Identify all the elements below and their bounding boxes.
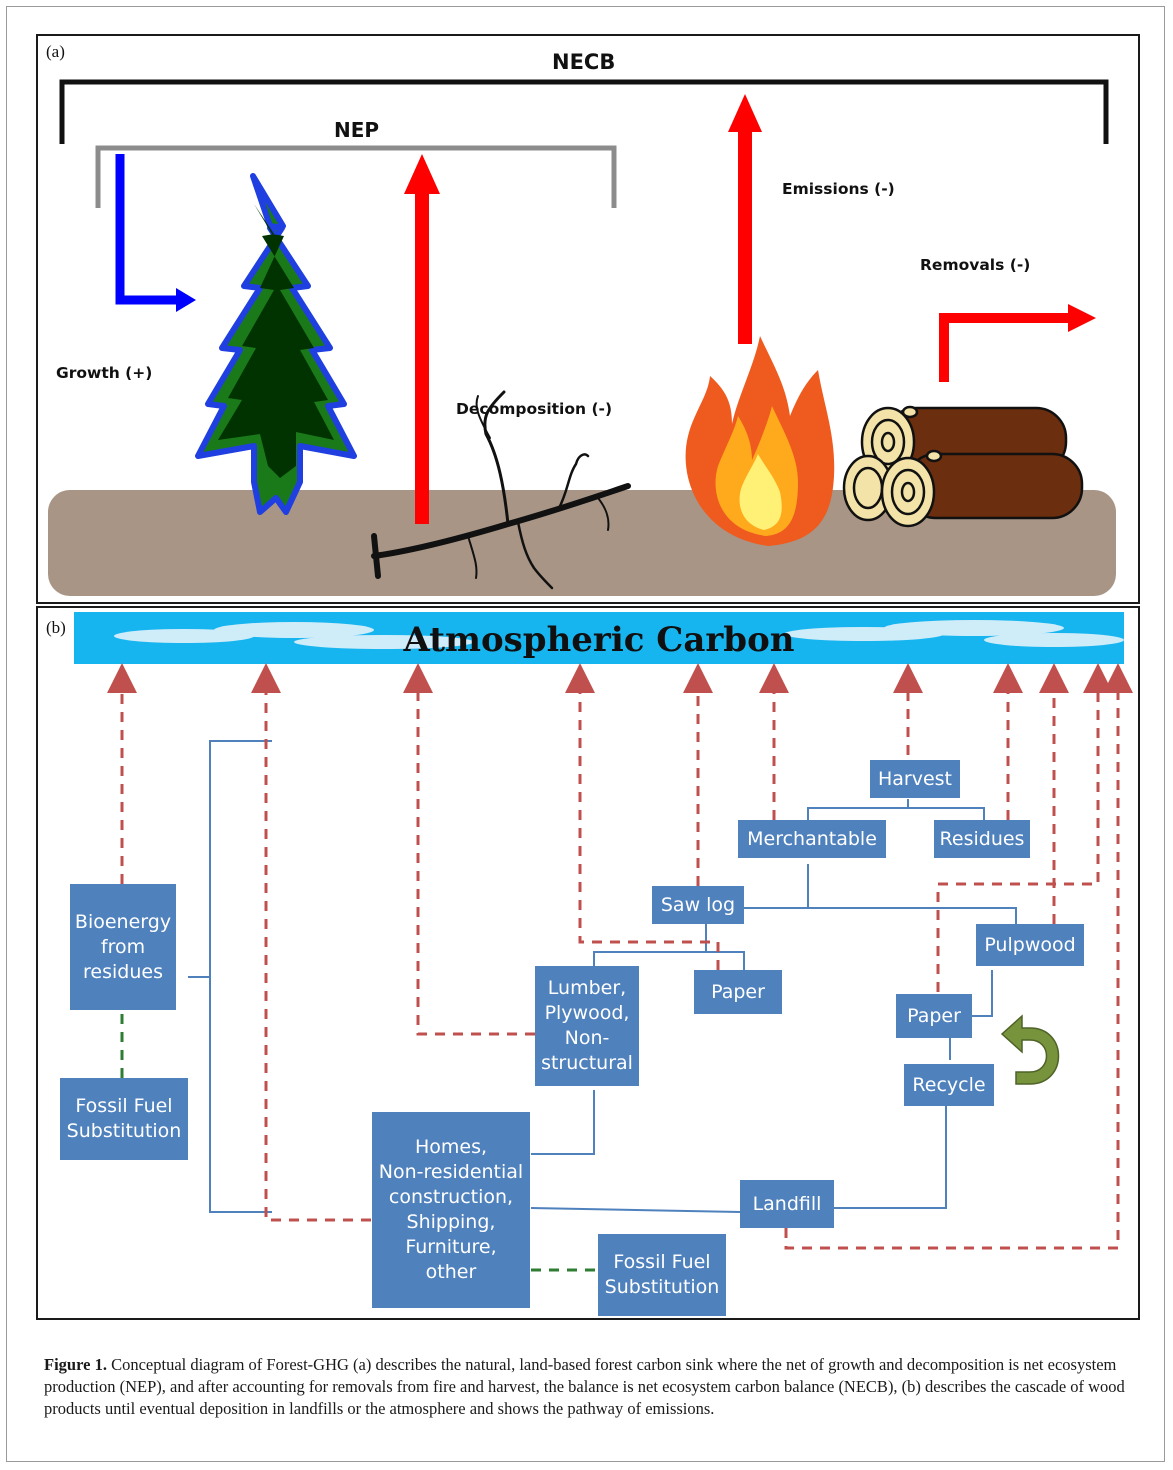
- residues-box: Residues: [934, 820, 1030, 858]
- fire-icon: [685, 336, 835, 546]
- panel-b-label: (b): [46, 618, 66, 637]
- emissions-arrowhead: [728, 94, 762, 132]
- removals-arrowhead: [1068, 304, 1096, 332]
- growth-arrow: [115, 154, 178, 305]
- figure-caption: Figure 1. Conceptual diagram of Forest-G…: [44, 1354, 1134, 1420]
- panel-a-label: (a): [46, 42, 65, 61]
- removals-label: Removals (-): [920, 256, 1031, 274]
- caption-text: Conceptual diagram of Forest-GHG (a) des…: [44, 1355, 1125, 1418]
- branch-icon: [371, 390, 631, 590]
- merchantable-box: Merchantable: [738, 820, 886, 858]
- growth-label: Growth (+): [56, 364, 153, 382]
- growth-arrowhead: [176, 288, 196, 312]
- decomposition-arrow-shaft: [415, 190, 429, 524]
- panel-b-connectors: [107, 663, 1133, 1272]
- emissions-arrow-shaft: [738, 128, 752, 344]
- paper-box-1: Paper: [694, 970, 782, 1014]
- atmospheric-carbon-banner: Atmospheric Carbon: [74, 612, 1124, 664]
- lumber-plywood-box: Lumber, Plywood, Non- structural: [535, 966, 639, 1086]
- panel-a-graphics: [48, 79, 1116, 596]
- nep-bracket: [95, 145, 617, 208]
- pulpwood-box: Pulpwood: [976, 924, 1084, 966]
- landfill-box: Landfill: [740, 1180, 834, 1228]
- cloud-icons: [114, 620, 1124, 649]
- panel-b-wood-products-cascade: Atmospheric Carbon: [36, 606, 1140, 1320]
- fossil-fuel-substitution-box-1: Fossil Fuel Substitution: [60, 1078, 188, 1160]
- necb-bracket: [59, 79, 1109, 144]
- decomposition-arrowhead: [404, 154, 440, 194]
- tree-inner-icon: [218, 204, 334, 478]
- substitution-pathways: [120, 978, 598, 1272]
- logs-icon: [842, 405, 1084, 528]
- recycle-box: Recycle: [904, 1064, 994, 1106]
- saw-log-box: Saw log: [652, 886, 744, 924]
- paper-box-2: Paper: [896, 994, 972, 1038]
- recycle-arrow-icon: [1000, 1014, 1060, 1085]
- emissions-label: Emissions (-): [782, 180, 895, 198]
- figure-frame: [6, 6, 1165, 1462]
- necb-label: NECB: [552, 50, 616, 74]
- ground: [48, 490, 1116, 596]
- emission-pathways: [107, 663, 1133, 1250]
- fossil-fuel-substitution-box-2: Fossil Fuel Substitution: [598, 1234, 726, 1316]
- atmospheric-carbon-title: Atmospheric Carbon: [403, 620, 795, 660]
- panel-a-forest-carbon-sink: (a) NECB NEP Growth (+) Decomposition (-…: [36, 34, 1140, 604]
- nep-label: NEP: [334, 118, 380, 142]
- decomposition-label: Decomposition (-): [456, 400, 613, 418]
- removals-arrow: [939, 313, 1074, 382]
- caption-label: Figure 1.: [44, 1355, 107, 1374]
- harvest-box: Harvest: [870, 760, 960, 798]
- homes-construction-box: Homes, Non-residential construction, Shi…: [372, 1112, 530, 1308]
- bioenergy-box: Bioenergy from residues: [70, 884, 176, 1010]
